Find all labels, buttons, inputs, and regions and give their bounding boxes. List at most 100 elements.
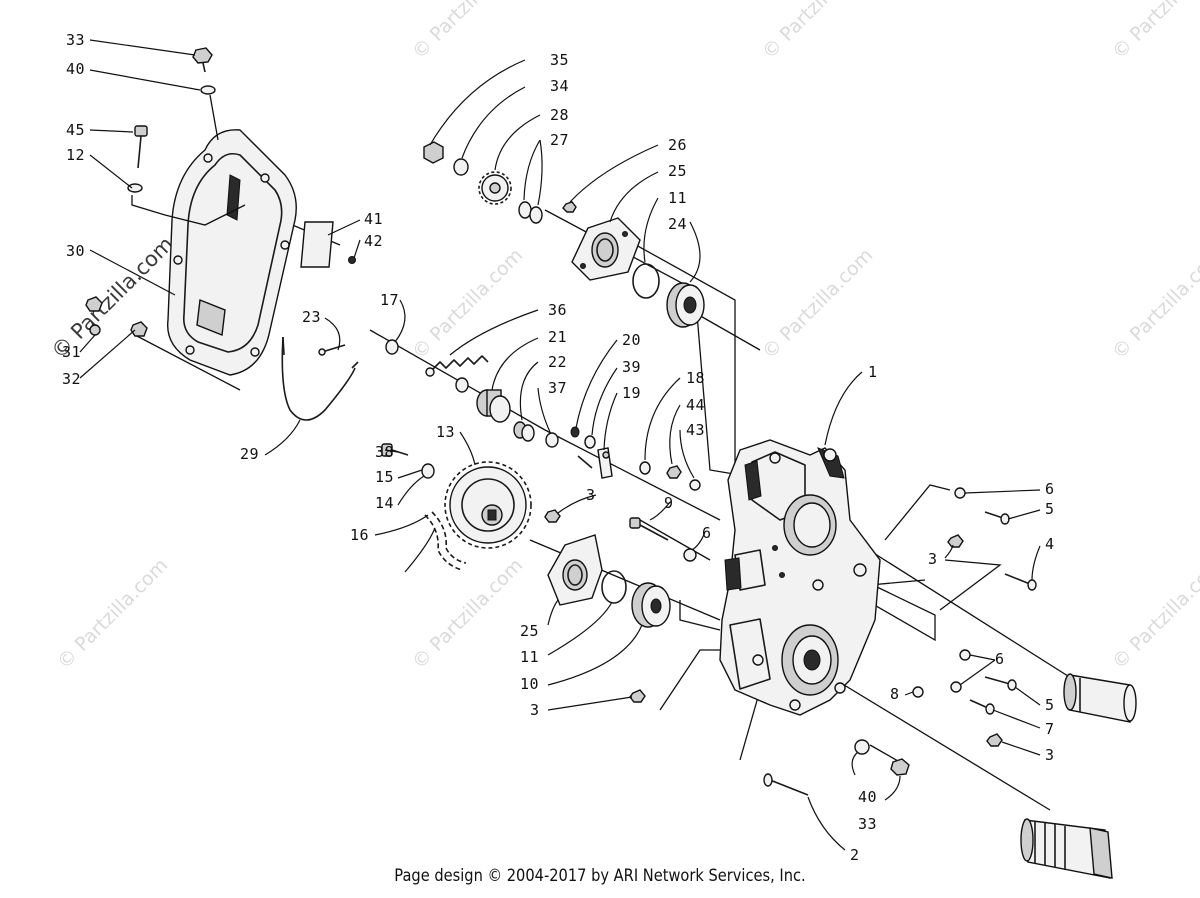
callout-27: 27: [550, 131, 569, 149]
callout-36: 36: [548, 301, 567, 319]
watermark: © Partzilla.com: [408, 244, 527, 363]
washer-39: [584, 435, 596, 449]
callout-38: 38: [375, 443, 394, 461]
watermark: © Partzilla.com: [758, 0, 877, 64]
callout-7: 7: [1045, 720, 1055, 738]
washer-12: [127, 183, 143, 193]
bolt-5-low: [984, 676, 1017, 691]
callout-22: 22: [548, 353, 567, 371]
washer-17: [385, 339, 399, 355]
bearing-flange-25-top: [571, 217, 641, 281]
callout-labels: 33 40 45 12 30 31 32 41 42 29 23 17 35 3…: [62, 31, 1055, 864]
roller-22: [513, 421, 535, 442]
nut-3-mid: [544, 509, 561, 523]
copyright-footer: Page design © 2004-2017 by ARI Network S…: [394, 866, 806, 886]
washer-27b: [529, 206, 543, 224]
callout-3: 3: [530, 701, 540, 719]
bearing-flange-25-bottom: [547, 534, 603, 606]
bolt-7: [969, 699, 995, 715]
callout-25: 25: [520, 622, 539, 640]
callout-3: 3: [586, 486, 596, 504]
callout-45: 45: [66, 121, 85, 139]
callout-11: 11: [668, 189, 687, 207]
watermark: © Partzilla.com: [1108, 244, 1200, 363]
callout-37: 37: [548, 379, 567, 397]
washer-6-top: [954, 487, 966, 499]
nut-32: [130, 321, 148, 337]
callout-34: 34: [550, 77, 569, 95]
watermark: © Partzilla.com: [1108, 554, 1200, 673]
chain-16: [424, 511, 467, 571]
washer-40-top: [200, 85, 216, 95]
washer-31: [89, 324, 101, 336]
callout-30: 30: [66, 242, 85, 260]
callout-39: 39: [622, 358, 641, 376]
nut-3-right: [947, 534, 964, 548]
washer-6-mid: [683, 548, 697, 562]
bolt-33-bottom: [890, 758, 910, 776]
callout-13: 13: [436, 423, 455, 441]
callout-16: 16: [350, 526, 369, 544]
callout-24: 24: [668, 215, 687, 233]
callout-15: 15: [375, 468, 394, 486]
clip-20: [570, 426, 580, 438]
snap-ring-11-top: [632, 263, 660, 299]
screw-45: [134, 125, 148, 169]
nut-44: [666, 465, 682, 479]
screw-42: [348, 256, 356, 264]
pin-23: [318, 344, 346, 356]
callout-12: 12: [66, 146, 85, 164]
callout-40: 40: [858, 788, 877, 806]
bolt-33-top: [192, 47, 213, 73]
washer-6b: [950, 681, 962, 693]
bearing-10: [631, 582, 671, 628]
callout-6: 6: [995, 650, 1005, 668]
callout-3: 3: [928, 550, 938, 568]
callout-4: 4: [1045, 535, 1055, 553]
nut-3-bottom: [629, 689, 646, 703]
bolt-2: [763, 773, 809, 796]
pin-39: [577, 455, 593, 469]
callout-35: 35: [550, 51, 569, 69]
callout-25: 25: [668, 162, 687, 180]
callout-33: 33: [858, 815, 877, 833]
callout-6: 6: [702, 524, 712, 542]
nut-26: [562, 201, 577, 213]
sleeve-18: [639, 461, 651, 475]
callout-29: 29: [240, 445, 259, 463]
callout-26: 26: [668, 136, 687, 154]
spring-36: [425, 355, 489, 377]
callout-28: 28: [550, 106, 569, 124]
callout-10: 10: [520, 675, 539, 693]
roller-21: [476, 389, 511, 423]
watermark: © Partzilla.com: [408, 554, 527, 673]
watermark: © Partzilla.com: [1108, 0, 1200, 64]
callout-20: 20: [622, 331, 641, 349]
callout-21: 21: [548, 328, 567, 346]
chaincase-cover: [166, 129, 297, 376]
callout-19: 19: [622, 384, 641, 402]
callout-8: 8: [890, 685, 900, 703]
nut-35: [423, 141, 444, 164]
nut-31: [85, 296, 103, 312]
lever-19: [597, 447, 613, 479]
callout-23: 23: [302, 308, 321, 326]
nut-3-lowright: [986, 733, 1003, 747]
watermark: © Partzilla.com: [53, 554, 172, 673]
callout-5: 5: [1045, 696, 1055, 714]
washer-43: [689, 479, 701, 491]
washer-27a: [518, 201, 532, 219]
watermark: © Partzilla.com: [408, 0, 527, 64]
callout-3: 3: [1045, 746, 1055, 764]
chaincase-housing-1: [719, 439, 881, 716]
washer-6a: [959, 649, 971, 661]
shaft-lower: [1020, 818, 1113, 879]
washer-8: [912, 686, 924, 698]
callout-42: 42: [364, 232, 383, 250]
callout-43: 43: [686, 421, 705, 439]
callout-33: 33: [66, 31, 85, 49]
callout-11: 11: [520, 648, 539, 666]
snap-ring-11-bottom: [601, 570, 627, 604]
callout-32: 32: [62, 370, 81, 388]
callout-41: 41: [364, 210, 383, 228]
